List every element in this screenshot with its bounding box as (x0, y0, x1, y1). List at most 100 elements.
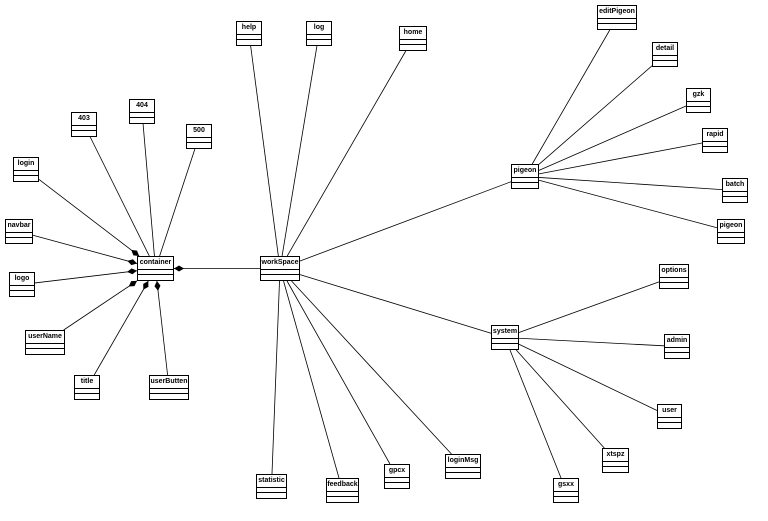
class-xtspz[interactable]: xtspz (602, 448, 629, 473)
class-name: container (138, 257, 173, 270)
class-name: userButten (150, 376, 188, 389)
association-line-system (299, 274, 492, 334)
class-gzk[interactable]: gzk (686, 88, 711, 113)
class-name: home (400, 27, 426, 40)
class-title[interactable]: title (74, 375, 100, 400)
association-line-userButten (156, 280, 168, 376)
class-container[interactable]: container (137, 256, 174, 281)
class-login[interactable]: login (13, 157, 39, 182)
class-help[interactable]: help (236, 21, 262, 46)
class-name: gsxx (554, 479, 578, 492)
class-name: navbar (6, 220, 32, 233)
association-line-xtspz (515, 349, 605, 449)
class-403[interactable]: 403 (71, 112, 97, 137)
association-line-detail (538, 65, 653, 165)
association-line-gzk (538, 105, 687, 171)
class-name: log (307, 22, 331, 35)
association-line-loginMsg (291, 280, 452, 455)
class-name: 500 (187, 125, 211, 138)
association-line-userName (63, 280, 138, 331)
association-line-pigeon (299, 181, 512, 262)
class-name: xtspz (603, 449, 628, 462)
class-batch[interactable]: batch (722, 178, 748, 203)
class-name: gpcx (385, 465, 409, 478)
class-name: userName (26, 331, 64, 344)
class-gpcx[interactable]: gpcx (384, 464, 410, 489)
class-name: pigeon (718, 220, 744, 233)
association-line-logo (34, 270, 138, 284)
association-line-feedback (283, 280, 340, 479)
composition-diamond-login (131, 249, 140, 256)
association-line-navbar (32, 234, 138, 264)
association-line-home (286, 50, 407, 257)
composition-diamond-workSpace (174, 265, 184, 272)
association-line-user (518, 343, 658, 411)
association-line-options (518, 281, 660, 333)
class-name: gzk (687, 89, 710, 102)
association-line-f500 (159, 148, 196, 257)
class-404[interactable]: 404 (129, 99, 155, 124)
class-detail[interactable]: detail (652, 42, 678, 67)
association-line-batch (538, 177, 723, 191)
class-name: system (492, 326, 518, 339)
class-editpigeon[interactable]: editPigeon (597, 5, 637, 30)
association-line-gpcx (286, 280, 391, 465)
class-rapid[interactable]: rapid (702, 128, 728, 153)
class-workspace[interactable]: workSpace (260, 256, 300, 281)
class-options[interactable]: options (659, 264, 689, 289)
class-logo[interactable]: logo (9, 272, 35, 297)
class-name: logo (10, 273, 34, 286)
class-admin[interactable]: admin (664, 334, 690, 359)
composition-diamond-navbar (127, 259, 137, 266)
class-log[interactable]: log (306, 21, 332, 46)
class-pigeon[interactable]: pigeon (511, 164, 539, 189)
class-gsxx[interactable]: gsxx (553, 478, 579, 503)
class-username[interactable]: userName (25, 330, 65, 355)
class-name: feedback (327, 479, 358, 492)
association-line-f403 (89, 136, 150, 257)
class-name: editPigeon (598, 6, 636, 19)
class-home[interactable]: home (399, 26, 427, 51)
composition-diamond-title (143, 281, 149, 290)
association-line-f404 (142, 123, 155, 257)
class-name: detail (653, 43, 677, 56)
class-name: loginMsg (446, 455, 480, 468)
class-name: options (660, 265, 688, 278)
association-line-title (93, 280, 149, 376)
class-name: rapid (703, 129, 727, 142)
class-500[interactable]: 500 (186, 124, 212, 149)
class-feedback[interactable]: feedback (326, 478, 359, 503)
class-userbutten[interactable]: userButten (149, 375, 189, 400)
composition-diamond-userButten (154, 281, 161, 291)
association-line-log (281, 45, 318, 257)
composition-diamond-userName (128, 280, 137, 287)
association-line-gsxx (509, 349, 562, 479)
class-name: workSpace (261, 257, 299, 270)
association-line-rapid (538, 142, 703, 175)
association-line-help (250, 45, 279, 257)
association-line-statistic (271, 280, 280, 475)
class-name: pigeon (512, 165, 538, 178)
class-name: user (658, 405, 681, 418)
class-user[interactable]: user (657, 404, 682, 429)
class-name: login (14, 158, 38, 171)
class-name: 404 (130, 100, 154, 113)
class-name: help (237, 22, 261, 35)
class-name: admin (665, 335, 689, 348)
class-loginmsg[interactable]: loginMsg (445, 454, 481, 479)
class-name: title (75, 376, 99, 389)
association-line-pigeonLeaf (538, 179, 718, 229)
class-name: statistic (257, 475, 286, 488)
class-system[interactable]: system (491, 325, 519, 350)
composition-diamond-logo (127, 268, 137, 275)
class-navbar[interactable]: navbar (5, 219, 33, 244)
class-name: 403 (72, 113, 96, 126)
association-line-editPigeon (531, 29, 611, 165)
class-name: batch (723, 179, 747, 192)
association-line-admin (518, 337, 665, 347)
class-statistic[interactable]: statistic (256, 474, 287, 499)
class-pigeon-leaf[interactable]: pigeon (717, 219, 745, 244)
association-line-login (38, 179, 140, 257)
